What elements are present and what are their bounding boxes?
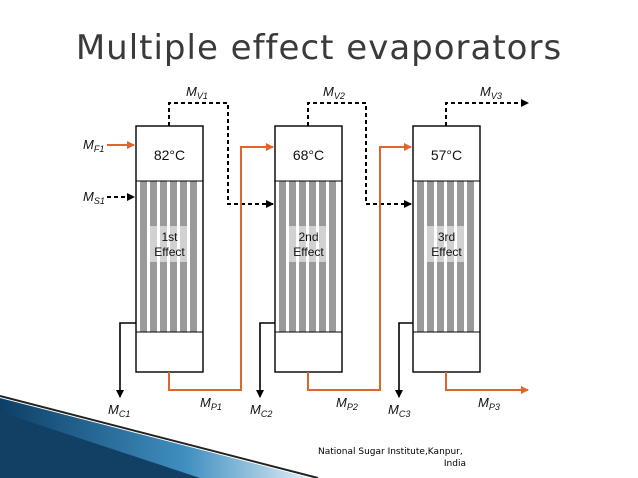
footer-line-2: India <box>443 459 466 469</box>
effect-2-temp: 68°C <box>293 147 324 163</box>
effect-1-label-line2: Effect <box>154 245 185 259</box>
effect-2-label-line2: Effect <box>293 245 324 259</box>
label-mc2: MC2 <box>250 402 272 419</box>
label-mp3: MP3 <box>478 395 500 412</box>
label-mv1: MV1 <box>186 84 208 101</box>
vapor-mv3-line <box>445 99 529 126</box>
label-mf1: MF1 <box>83 137 104 154</box>
effect-2-label-line1: 2nd <box>298 230 318 244</box>
label-ms1: MS1 <box>83 189 105 206</box>
effect-2: 68°C 2nd Effect <box>274 125 343 373</box>
label-mp1: MP1 <box>200 395 222 412</box>
label-mc1: MC1 <box>108 402 130 419</box>
condensate-mc1-line <box>116 322 136 398</box>
effect-3-temp: 57°C <box>431 147 462 163</box>
decorative-swoosh <box>0 395 319 478</box>
product-mp2-line <box>307 143 412 391</box>
effect-3-label-line2: Effect <box>431 245 462 259</box>
condensate-mc3-line <box>395 322 413 398</box>
effect-1-temp: 82°C <box>154 147 185 163</box>
footer-line-1: National Sugar Institute,Kanpur, <box>318 447 463 457</box>
product-mp1-line <box>168 143 274 391</box>
label-mc3: MC3 <box>388 402 410 419</box>
effect-3: 57°C 3rd Effect <box>412 125 481 373</box>
product-mp3-line <box>445 372 529 394</box>
footer-credit: National Sugar Institute,Kanpur, India <box>318 446 466 470</box>
vapor-mv1-line <box>168 102 274 208</box>
label-mv2: MV2 <box>323 84 345 101</box>
label-mv3: MV3 <box>480 84 502 101</box>
condensate-mc2-line <box>256 322 275 398</box>
effect-3-label-line1: 3rd <box>438 230 455 244</box>
slide-title: Multiple effect evaporators <box>75 28 563 68</box>
label-mp2: MP2 <box>336 395 358 412</box>
effect-1-label-line1: 1st <box>161 230 178 244</box>
effect-1: 82°C 1st Effect <box>135 125 204 373</box>
